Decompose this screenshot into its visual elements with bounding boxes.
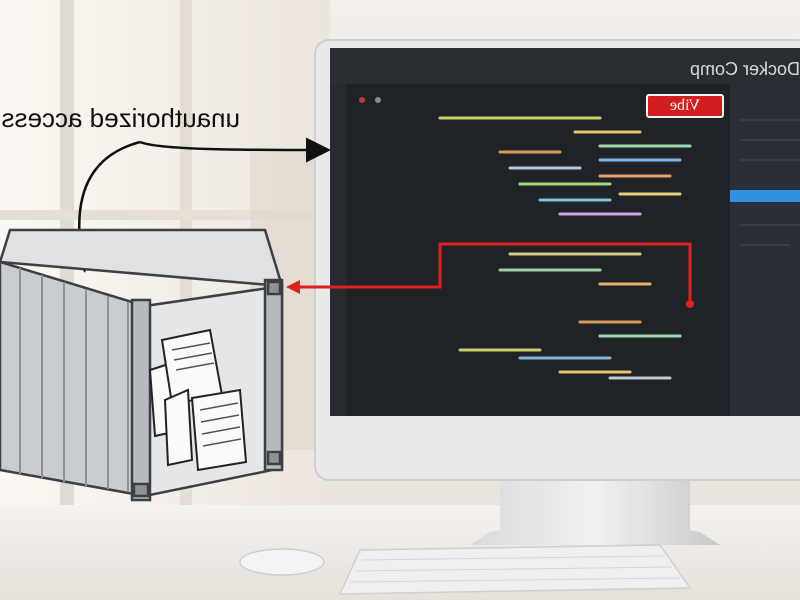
keyboard	[338, 544, 692, 595]
unauthorized-access-label: unauthorized access	[1, 103, 240, 133]
brand-badge: Vibe	[646, 94, 724, 118]
document-stack	[148, 328, 248, 472]
sidebar-highlight	[730, 190, 800, 202]
window-title: Docker Compo	[690, 59, 800, 79]
monitor	[314, 39, 800, 545]
monitor-screen	[330, 48, 800, 416]
mouse	[239, 548, 325, 576]
code-lines	[438, 116, 692, 380]
red-flow-arrow	[286, 242, 694, 308]
